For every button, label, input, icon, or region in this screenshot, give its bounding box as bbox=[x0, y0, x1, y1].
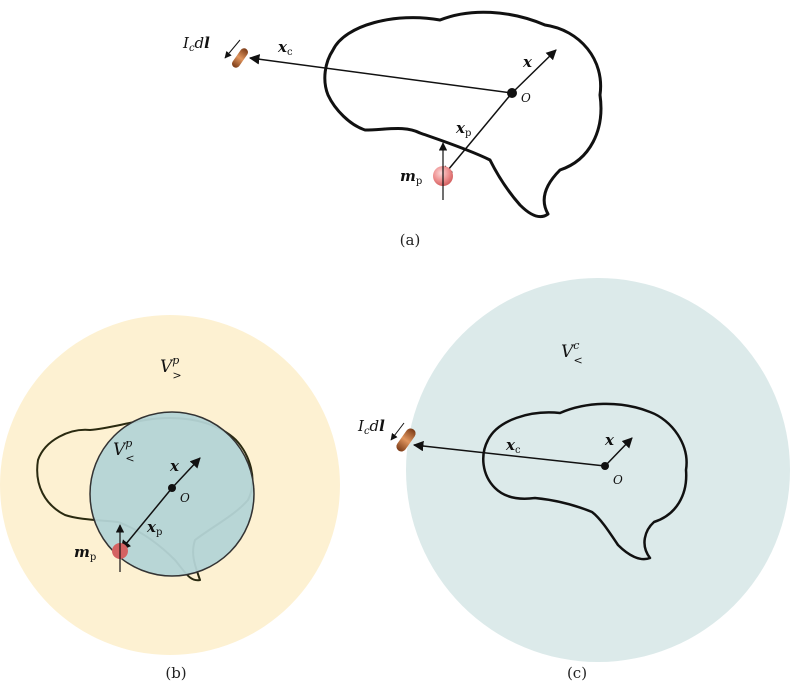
dl-direction-arrow bbox=[224, 39, 241, 59]
current-element-c bbox=[396, 428, 416, 452]
mp-label-b: mp bbox=[74, 543, 96, 563]
xp-vector bbox=[442, 92, 513, 177]
panel-c: Vc< Icdl xc x O (c) bbox=[357, 278, 790, 682]
xp-vector-b bbox=[120, 487, 173, 551]
x-label-c: x bbox=[604, 431, 615, 449]
origin-point-c bbox=[601, 462, 609, 470]
dl-direction-arrow-c bbox=[390, 422, 405, 441]
xc-label: xc bbox=[277, 38, 293, 58]
origin-point-b bbox=[168, 484, 176, 492]
xc-label-c: xc bbox=[505, 436, 521, 456]
xp-label-b: xp bbox=[146, 518, 162, 538]
current-label: Icdl bbox=[182, 34, 210, 54]
xc-vector-c bbox=[412, 440, 606, 467]
x-label-b: x bbox=[169, 457, 180, 475]
current-element bbox=[231, 48, 249, 68]
origin-point bbox=[507, 88, 517, 98]
origin-label: O bbox=[521, 91, 531, 105]
caption-c: (c) bbox=[567, 664, 587, 682]
panel-a: Icdl xc x O xp mp (a) bbox=[182, 10, 603, 249]
current-label-c: Icdl bbox=[357, 417, 385, 437]
region-c-label: Vc< bbox=[561, 339, 583, 367]
mp-label: mp bbox=[400, 167, 422, 187]
outer-region-label: Vp> bbox=[160, 354, 182, 382]
brain-outline-c bbox=[482, 402, 688, 561]
region-c bbox=[406, 278, 790, 662]
xp-label: xp bbox=[455, 119, 471, 139]
caption-a: (a) bbox=[400, 231, 421, 249]
brain-outline bbox=[323, 10, 603, 219]
inner-region bbox=[89, 411, 255, 577]
x-label: x bbox=[522, 53, 533, 71]
x-vector bbox=[511, 49, 557, 94]
origin-label-c: O bbox=[613, 473, 623, 487]
origin-label-b: O bbox=[180, 491, 190, 505]
xc-vector bbox=[248, 54, 513, 94]
inner-region-label: Vp< bbox=[113, 437, 135, 465]
x-vector-c bbox=[604, 437, 633, 467]
panel-b: Vp> Vp< x O xp mp (b) bbox=[0, 315, 340, 682]
caption-b: (b) bbox=[165, 664, 186, 682]
x-vector-b bbox=[171, 457, 201, 489]
